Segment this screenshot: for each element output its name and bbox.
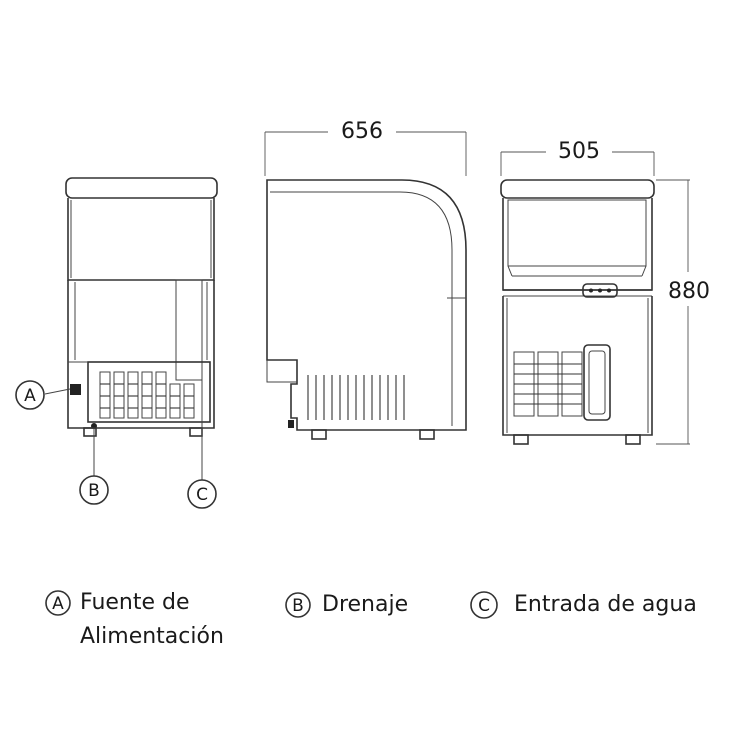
front-lower-body	[502, 296, 653, 436]
legend-item-c: C Entrada de agua	[470, 591, 697, 619]
legend-item-a: A Fuente de Alimentación	[45, 590, 224, 649]
front-window	[507, 199, 647, 267]
legend-a-line2: Alimentación	[80, 624, 224, 649]
front-door-handle	[583, 344, 611, 421]
front-vent-grille	[513, 351, 583, 417]
rear-back-panel	[87, 361, 211, 423]
side-view	[266, 179, 467, 440]
legend-b-circle	[285, 592, 311, 618]
legend-a-letter: A	[52, 594, 64, 614]
rear-view	[65, 177, 218, 437]
legend-c-line1: Entrada de agua	[514, 592, 697, 617]
front-foot-right	[625, 434, 641, 445]
width-label: 505	[558, 139, 600, 164]
callout-c: C	[187, 479, 217, 509]
rear-vent-grille	[99, 371, 195, 419]
side-outer-profile	[266, 179, 467, 431]
rear-foot-right	[189, 427, 203, 437]
height-dimension: 880	[656, 179, 710, 445]
legend-a-line1: Fuente de	[80, 590, 190, 615]
callout-leaders	[44, 380, 203, 480]
front-lid	[500, 179, 655, 199]
power-socket	[70, 384, 81, 395]
height-label: 880	[668, 279, 710, 304]
front-view	[500, 179, 655, 445]
rear-foot-left	[83, 427, 97, 437]
legend-item-b: B Drenaje	[285, 592, 408, 618]
legend-c-circle	[470, 591, 498, 619]
callout-a: A	[15, 380, 45, 410]
legend-b-line1: Drenaje	[322, 592, 408, 617]
control-panel	[582, 283, 618, 298]
side-foot-rear	[311, 429, 327, 440]
front-foot-left	[513, 434, 529, 445]
rear-upper-body	[67, 198, 215, 281]
side-vent-grille	[307, 375, 405, 420]
depth-dimension: 656	[264, 119, 467, 176]
depth-label: 656	[341, 119, 383, 144]
callout-c-label: C	[196, 485, 208, 505]
side-foot-front	[419, 429, 435, 440]
rear-pipe-housing	[175, 279, 203, 381]
legend-a-circle	[45, 590, 71, 616]
side-inner-curve	[270, 191, 453, 426]
width-dimension: 505	[500, 139, 655, 176]
legend-b-letter: B	[292, 596, 304, 616]
legend-c-letter: C	[478, 596, 490, 616]
rear-lower-body	[67, 280, 215, 429]
callout-b-label: B	[88, 481, 100, 501]
rear-lid	[65, 177, 218, 199]
callout-a-label: A	[24, 386, 36, 406]
callout-b: B	[79, 475, 109, 505]
